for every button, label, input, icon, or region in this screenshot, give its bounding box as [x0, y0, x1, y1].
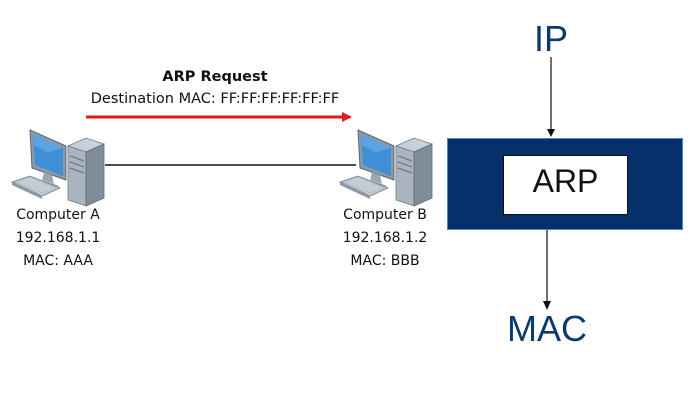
computer-b-icon — [338, 129, 434, 207]
arp-request-destination: Destination MAC: FF:FF:FF:FF:FF:FF — [90, 91, 340, 107]
arp-request-title: ARP Request — [162, 69, 268, 85]
arp-process-inner-box — [503, 155, 628, 215]
computer-b-name: Computer B — [343, 207, 427, 223]
computer-b-label: Computer B 192.168.1.2 MAC: BBB — [325, 204, 445, 273]
computer-a-label: Computer A 192.168.1.1 MAC: AAA — [0, 204, 118, 273]
computer-a-ip: 192.168.1.1 — [15, 230, 101, 246]
ip-input-label: IP — [533, 18, 568, 59]
mac-output-label: MAC — [507, 308, 587, 349]
mac-output-arrowhead — [543, 301, 551, 310]
ip-input-arrowhead — [547, 129, 555, 137]
computer-b-mac: MAC: BBB — [350, 253, 420, 269]
computer-a-name: Computer A — [16, 207, 100, 223]
computer-a-icon — [10, 129, 106, 207]
computer-a-mac: MAC: AAA — [23, 253, 93, 269]
arp-process-label: ARP — [532, 163, 599, 199]
computer-b-ip: 192.168.1.2 — [342, 230, 428, 246]
